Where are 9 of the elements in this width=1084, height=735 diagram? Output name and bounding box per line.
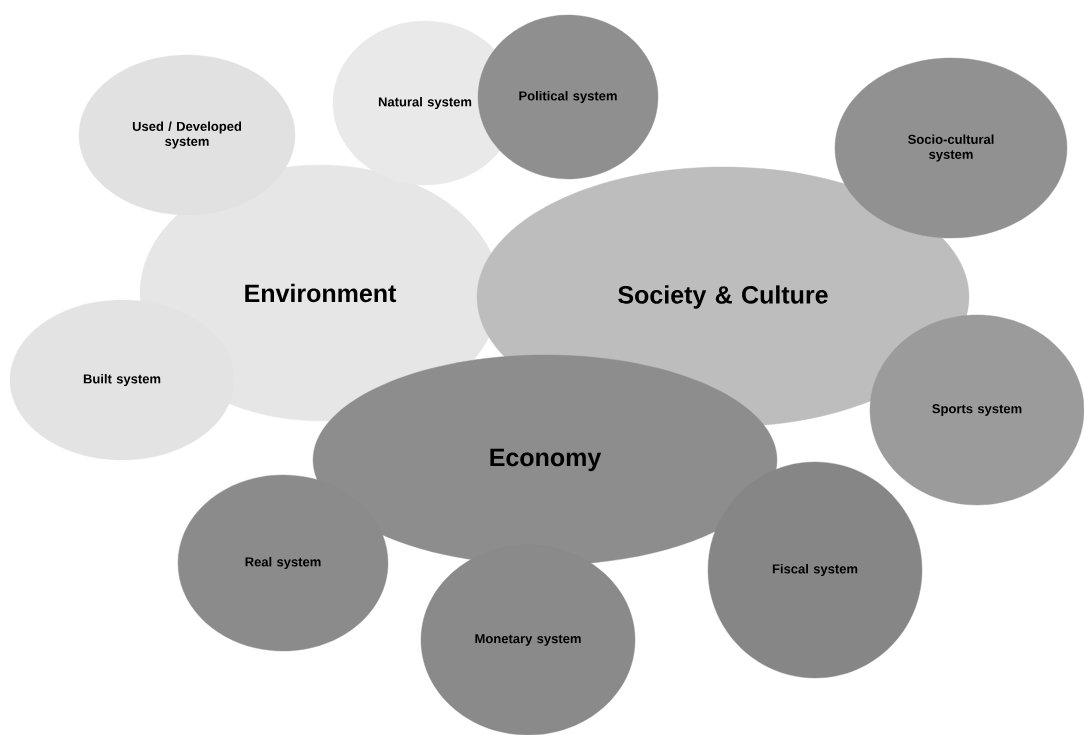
- circle-bubble: Sports system: [869, 314, 1084, 506]
- circle-bubble: Built system: [9, 299, 235, 461]
- node-label: Monetary system: [475, 634, 581, 646]
- circle-bubble: Monetary system: [420, 544, 636, 735]
- circle-bubble: Political system: [477, 14, 659, 180]
- circle-bubble: Fiscal system: [707, 461, 923, 679]
- circle-bubble: Real system: [177, 474, 389, 652]
- circle-bubble: Used / Developed system: [78, 54, 296, 216]
- circle-bubble: Socio-cultural system: [834, 57, 1068, 239]
